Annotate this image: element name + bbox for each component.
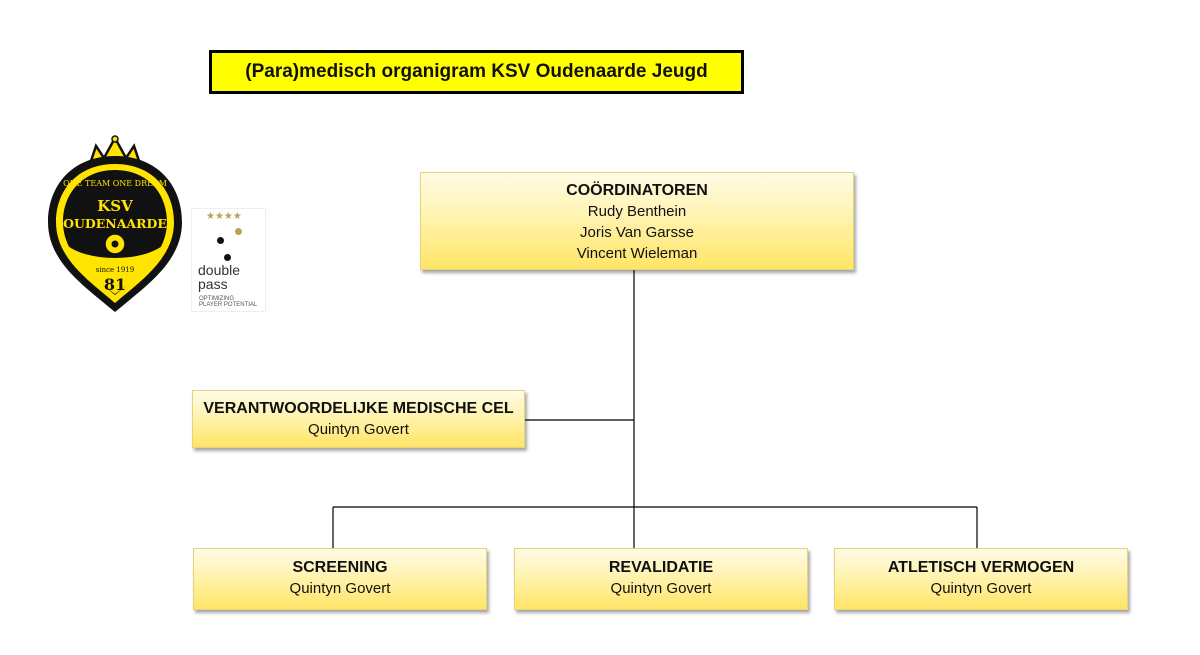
medical-cell-heading: VERANTWOORDELIJKE MEDISCHE CEL — [203, 400, 514, 417]
crest-name2: OUDENAARDE — [63, 216, 167, 231]
coordinator-member: Rudy Benthein — [587, 203, 687, 220]
star-rating-icon: ★★★★ — [206, 211, 242, 222]
coordinators-box: COÖRDINATOREN Rudy Benthein Joris Van Ga… — [420, 172, 854, 270]
screening-heading: SCREENING — [292, 559, 388, 576]
coordinator-member: Vincent Wieleman — [576, 245, 698, 262]
coordinators-heading: COÖRDINATOREN — [566, 182, 708, 199]
atletisch-vermogen-member: Quintyn Govert — [930, 580, 1032, 597]
logo-tagline-2: PLAYER POTENTIAL — [199, 302, 258, 308]
atletisch-vermogen-box: ATLETISCH VERMOGEN Quintyn Govert — [834, 548, 1128, 610]
atletisch-vermogen-heading: ATLETISCH VERMOGEN — [887, 559, 1075, 576]
screening-member: Quintyn Govert — [289, 580, 391, 597]
crest-number: 81 — [104, 275, 126, 294]
logo-word-double: double — [198, 262, 241, 278]
crest-motto: ONE TEAM ONE DREAM — [63, 179, 167, 188]
revalidatie-member: Quintyn Govert — [610, 580, 712, 597]
crest-since: since 1919 — [96, 266, 134, 274]
medical-cell-member: Quintyn Govert — [308, 421, 409, 438]
screening-box: SCREENING Quintyn Govert — [193, 548, 487, 610]
black-dot-icon — [224, 254, 231, 261]
gold-dot-icon — [235, 228, 242, 235]
logo-word-pass: pass — [198, 276, 228, 292]
double-pass-logo: ★★★★ double pass OPTIMIZING PLAYER POTEN… — [191, 208, 266, 312]
logo-tagline-1: OPTIMIZING — [199, 296, 234, 302]
revalidatie-heading: REVALIDATIE — [608, 559, 714, 576]
club-crest-icon: ONE TEAM ONE DREAM KSV OUDENAARDE since … — [48, 135, 182, 312]
black-dot-icon — [217, 237, 224, 244]
revalidatie-box: REVALIDATIE Quintyn Govert — [514, 548, 808, 610]
page-title: (Para)medisch organigram KSV Oudenaarde … — [209, 50, 744, 94]
coordinator-member: Joris Van Garsse — [580, 224, 694, 241]
medical-cell-box: VERANTWOORDELIJKE MEDISCHE CEL Quintyn G… — [192, 390, 525, 448]
crest-name: KSV — [97, 197, 133, 215]
